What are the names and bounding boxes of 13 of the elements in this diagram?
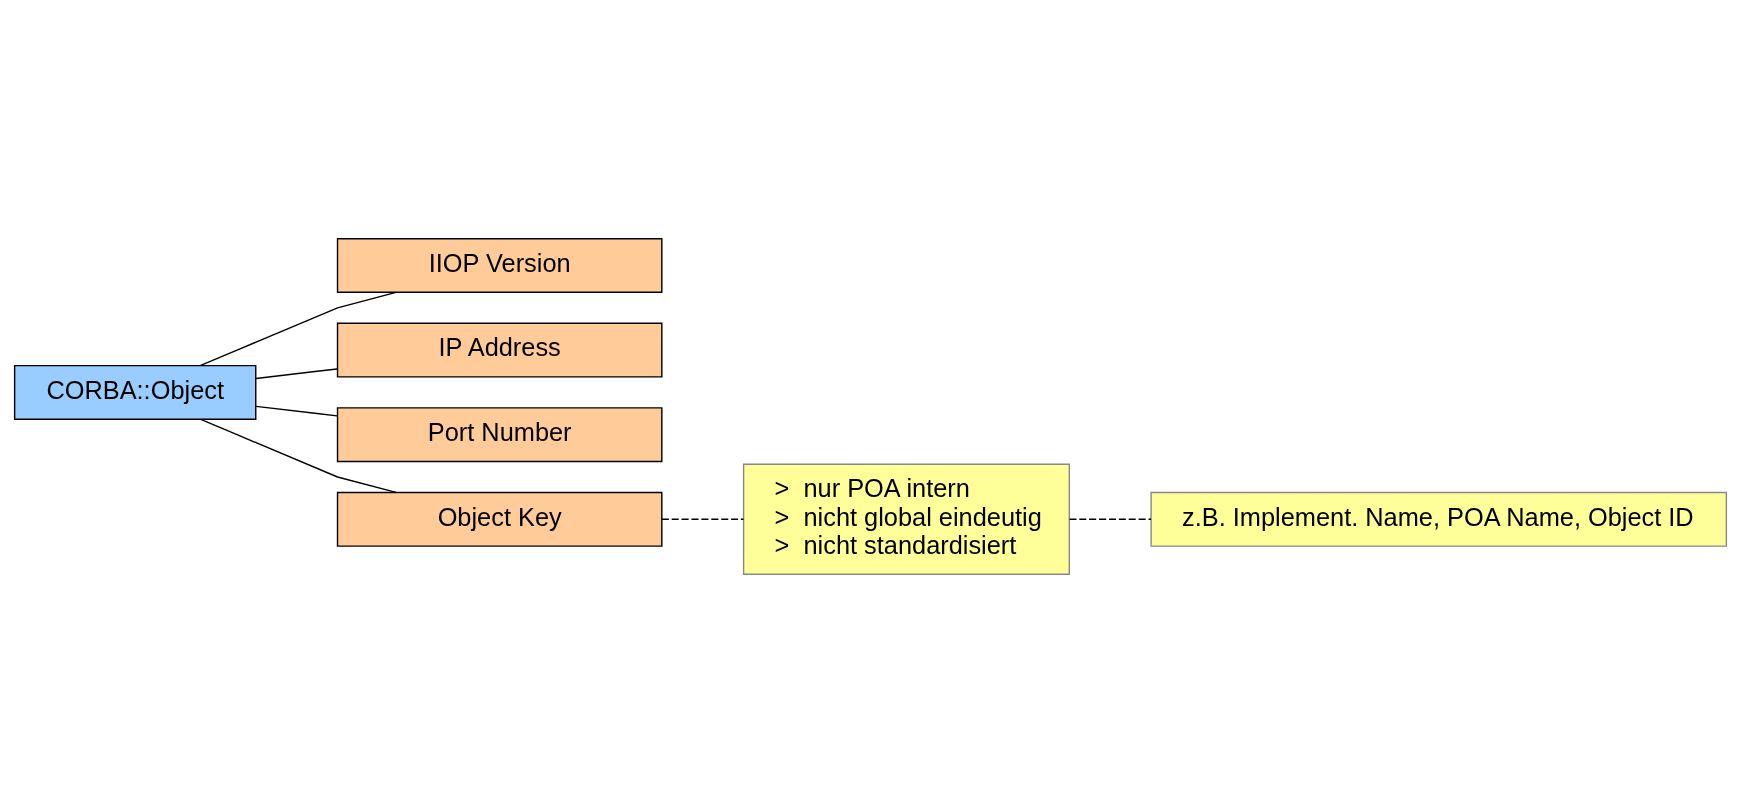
connector [1068,518,1152,520]
connector [254,367,338,379]
node-box: CORBA::Object [13,364,256,420]
connector [199,291,397,366]
node-box: Port Number [336,406,663,462]
connector [660,518,744,520]
connector [254,405,338,417]
node-box: IP Address [336,322,663,378]
node-box: z.B. Implement. Name, POA Name, Object ID [1149,491,1727,547]
node-box: IIOP Version [336,237,663,293]
node-box: Object Key [336,491,663,547]
connector [199,418,397,493]
node-box: > nur POA intern > nicht global eindeutig > nicht standardisiert [742,463,1070,575]
